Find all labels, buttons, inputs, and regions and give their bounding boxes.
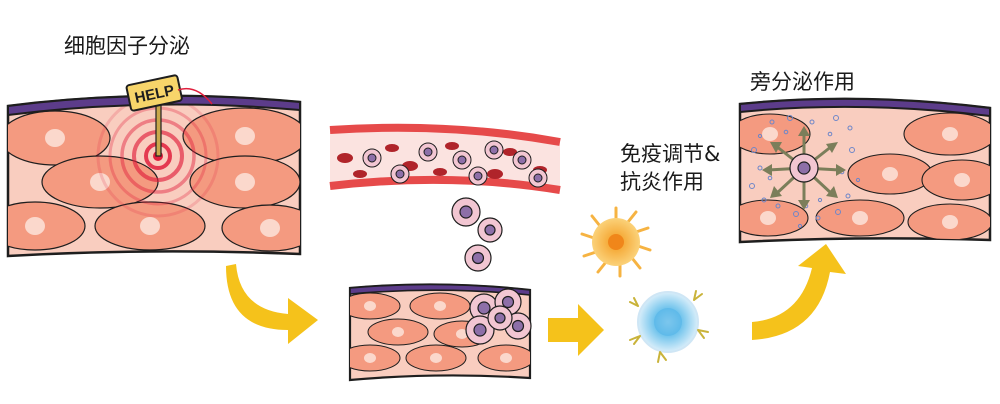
macrophage-cell: [629, 290, 709, 363]
injured-tissue: [6, 94, 302, 258]
straight-arrow: [548, 304, 604, 356]
curved-arrow-2: [752, 244, 846, 340]
label-immune-regulation: 免疫调节& 抗炎作用: [620, 140, 720, 196]
label-immune-line2: 抗炎作用: [620, 170, 704, 194]
homing-tissue: [348, 283, 532, 382]
tissue-cells-2: [350, 292, 530, 372]
paracrine-tissue: [738, 97, 992, 244]
blood-vessel: [329, 123, 561, 194]
curved-arrow-1: [226, 264, 318, 344]
label-paracrine: 旁分泌作用: [750, 70, 855, 94]
help-sign: HELP: [125, 74, 213, 157]
label-cytokine-secretion: 细胞因子分泌: [64, 34, 190, 58]
label-immune-line1: 免疫调节&: [620, 142, 721, 166]
stem-cell-cluster: [465, 288, 532, 345]
tissue-cells: [8, 107, 300, 252]
migrating-stem-cells: [451, 197, 503, 272]
stem-cells-in-vessel: [362, 140, 548, 188]
paracrine-stem-cell: [789, 153, 819, 183]
dendritic-cell: [580, 206, 652, 278]
